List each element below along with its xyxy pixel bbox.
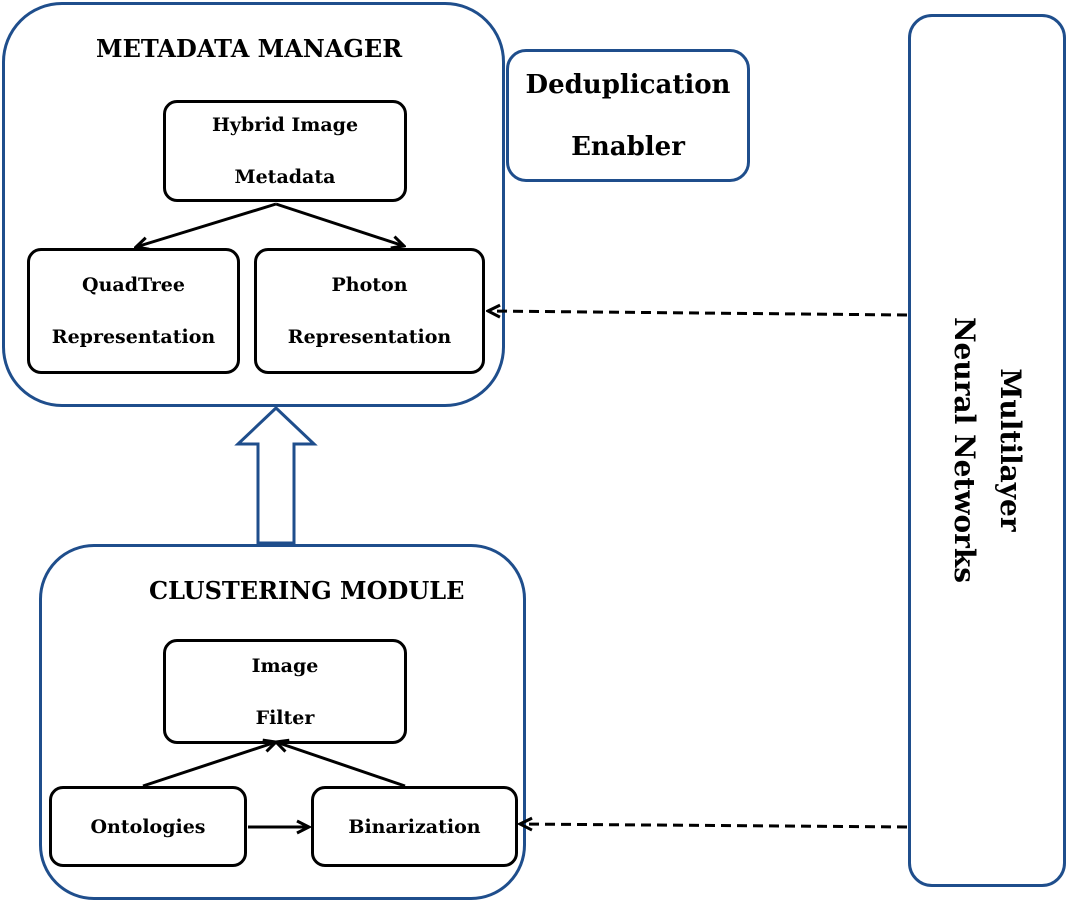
binarization-label: Binarization bbox=[348, 815, 481, 838]
hybrid-to-photon-arrow bbox=[275, 202, 404, 246]
photon-box-line2: Representation bbox=[287, 326, 452, 348]
photon-box-line1: Photon bbox=[331, 274, 408, 296]
filter-box-line2: Filter bbox=[255, 706, 315, 729]
dedup-box-line1: Deduplication bbox=[525, 69, 731, 100]
quadtree-box-line2: Representation bbox=[51, 326, 216, 348]
metadata-manager-title: METADATA MANAGER bbox=[96, 34, 403, 63]
ontologies-box: Ontologies bbox=[49, 786, 247, 867]
mlnn-to-binarization-dashed-arrow bbox=[520, 824, 908, 827]
deduplication-enabler-box: Deduplication Enabler bbox=[506, 49, 750, 182]
ontologies-label: Ontologies bbox=[90, 815, 206, 838]
binarization-to-filter-arrow bbox=[276, 742, 406, 788]
hybrid-box-line2: Metadata bbox=[234, 166, 336, 188]
ontologies-to-filter-arrow bbox=[142, 742, 276, 788]
hybrid-box-line1: Hybrid Image bbox=[211, 114, 359, 136]
quadtree-box-line1: QuadTree bbox=[82, 274, 185, 296]
clustering-to-metadata-block-arrow bbox=[234, 405, 318, 545]
hybrid-image-metadata-box: Hybrid Image Metadata bbox=[163, 100, 407, 202]
filter-box-line1: Image bbox=[251, 654, 319, 677]
hybrid-to-quadtree-arrow bbox=[136, 202, 277, 247]
photon-representation-box: Photon Representation bbox=[254, 248, 485, 374]
mlnn-to-photon-dashed-arrow bbox=[488, 311, 908, 315]
clustering-module-title: CLUSTERING MODULE bbox=[149, 576, 465, 605]
image-filter-box: Image Filter bbox=[163, 639, 407, 744]
binarization-box: Binarization bbox=[311, 786, 518, 867]
dedup-box-line2: Enabler bbox=[571, 131, 685, 162]
multilayer-neural-networks-box bbox=[908, 14, 1066, 887]
